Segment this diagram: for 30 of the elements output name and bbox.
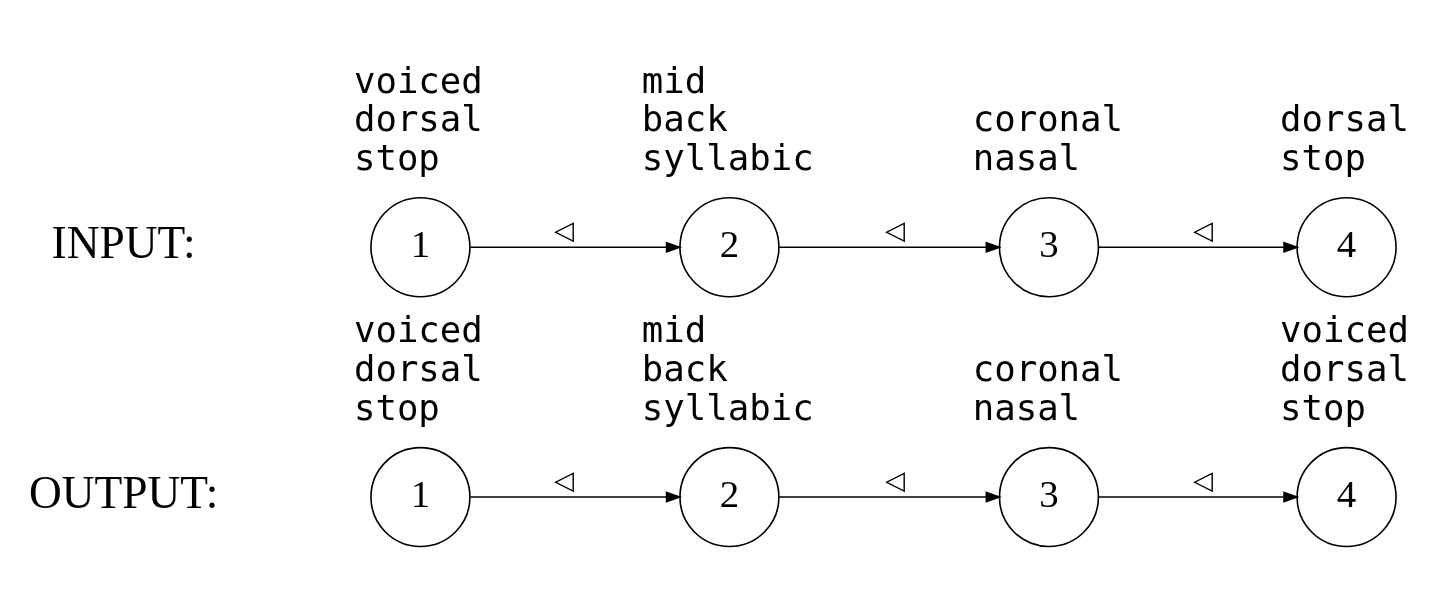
node-label: coronal nasal bbox=[972, 97, 1124, 178]
edge-label: ◁ bbox=[884, 214, 905, 245]
node-label: dorsal stop bbox=[1280, 97, 1409, 178]
arrow bbox=[469, 241, 683, 253]
arrow bbox=[469, 490, 683, 503]
node-label: voiced dorsal stop bbox=[353, 308, 483, 428]
node-circle: 1 bbox=[370, 446, 471, 547]
node-circle: 3 bbox=[998, 196, 1100, 298]
label: INPUT: bbox=[51, 217, 196, 268]
arrow bbox=[1097, 241, 1300, 253]
node-label: mid back syllabic bbox=[641, 308, 814, 428]
edge-label: ◁ bbox=[554, 214, 574, 245]
node-circle: 1 bbox=[370, 196, 471, 298]
edge-label: ◁ bbox=[884, 464, 905, 495]
edge-label: ◁ bbox=[1193, 214, 1214, 245]
node-circle: 2 bbox=[679, 446, 780, 547]
edge-label: ◁ bbox=[554, 464, 574, 495]
node-label: voiced dorsal stop bbox=[353, 59, 483, 178]
arrow bbox=[1097, 490, 1300, 503]
arrow bbox=[778, 490, 1002, 503]
node-label: voiced dorsal stop bbox=[1280, 308, 1409, 428]
node-circle: 3 bbox=[998, 446, 1100, 547]
node-circle: 4 bbox=[1296, 446, 1397, 547]
edge-label: ◁ bbox=[1193, 464, 1214, 495]
arrow bbox=[778, 241, 1002, 253]
node-label: coronal nasal bbox=[972, 347, 1124, 428]
node-label: mid back syllabic bbox=[641, 59, 814, 178]
node-circle: 4 bbox=[1296, 196, 1397, 298]
node-circle: 2 bbox=[679, 196, 780, 298]
label: OUTPUT: bbox=[28, 467, 219, 518]
